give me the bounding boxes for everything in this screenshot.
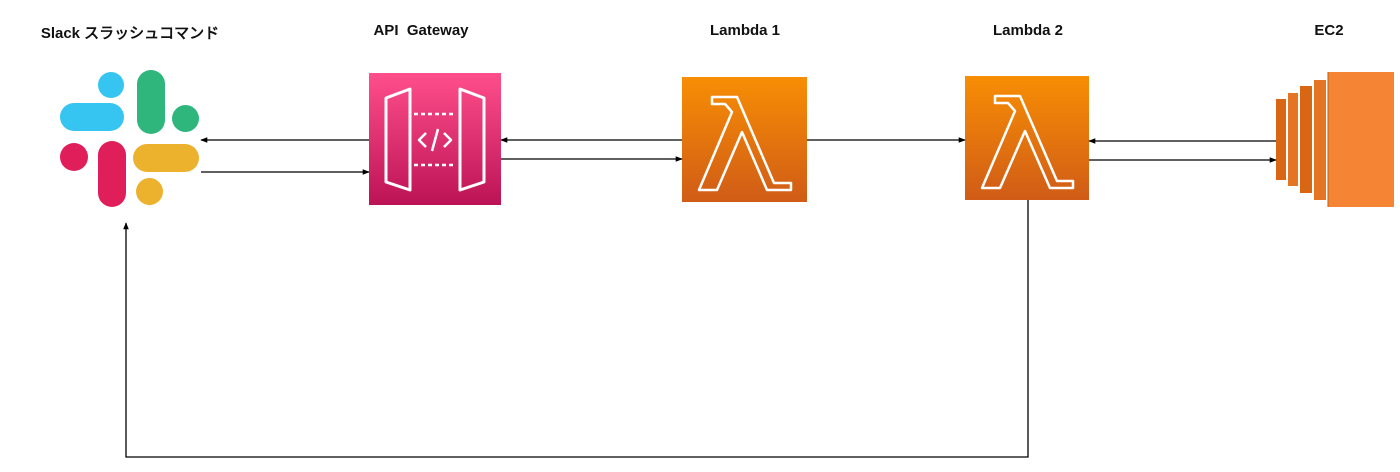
lambda2-node-label: Lambda 2 xyxy=(992,22,1064,39)
ec2-icon xyxy=(1276,72,1394,207)
ec2-node-label: EC2 xyxy=(1314,22,1344,39)
edge-lambda2-to-slack xyxy=(123,200,1029,458)
api-gateway-icon xyxy=(369,73,501,205)
edges xyxy=(123,137,1277,458)
lambda2-icon xyxy=(965,76,1089,200)
slack-node-label: Slack スラッシュコマンド xyxy=(40,25,220,42)
slack-icon xyxy=(60,70,199,207)
lambda1-icon xyxy=(682,77,807,202)
lambda1-node-label: Lambda 1 xyxy=(709,22,781,39)
api-gateway-node-label: API Gateway xyxy=(373,22,469,39)
